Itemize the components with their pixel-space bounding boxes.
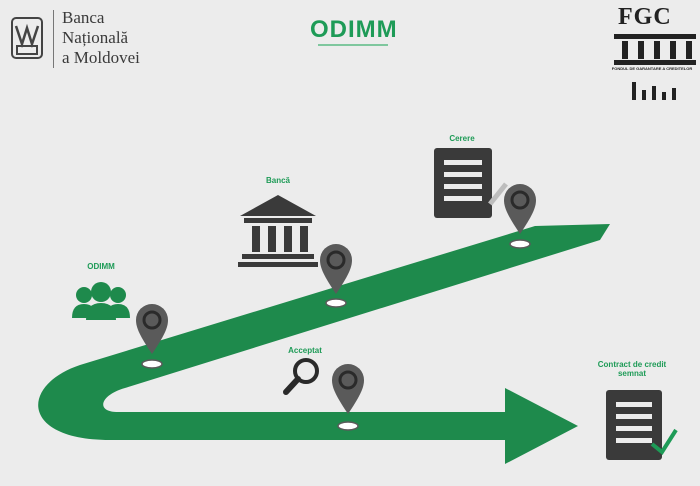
- bnm-emblem-icon: [11, 17, 43, 59]
- fgc-logo-text: FGC: [618, 4, 672, 30]
- fgc-columns-icon: [614, 34, 696, 65]
- step-label-accepted: Acceptat: [288, 346, 322, 355]
- path-dot-1: [141, 359, 163, 369]
- step-label-contract: Contract de credit semnat: [597, 360, 667, 378]
- path-dot-4: [337, 421, 359, 431]
- map-pin-icon: [320, 244, 352, 294]
- fgc-caption: FONDUL DE GARANTARE A CREDITELOR: [611, 66, 693, 71]
- step-label-odimm: ODIMM: [87, 262, 115, 271]
- step-label-bank: Bancă: [265, 176, 290, 185]
- path-dot-3: [509, 239, 531, 249]
- signed-document-icon: [606, 390, 678, 460]
- fgc-bars-icon: [632, 82, 676, 100]
- map-pin-icon: [504, 184, 536, 234]
- map-pin-icon: [332, 364, 364, 414]
- magnifier-icon: [283, 358, 319, 395]
- odimm-logo-text: ODIMM: [310, 16, 398, 43]
- map-pin-icon: [136, 304, 168, 354]
- bank-icon: [238, 195, 318, 267]
- bnm-name-line2: Națională: [62, 28, 129, 47]
- path-dot-2: [325, 298, 347, 308]
- step-label-request: Cerere: [449, 134, 475, 143]
- group-icon: [72, 282, 130, 320]
- document-icon: [434, 148, 508, 218]
- bnm-name-line1: Banca: [62, 8, 105, 27]
- bnm-name-line3: a Moldovei: [62, 48, 140, 67]
